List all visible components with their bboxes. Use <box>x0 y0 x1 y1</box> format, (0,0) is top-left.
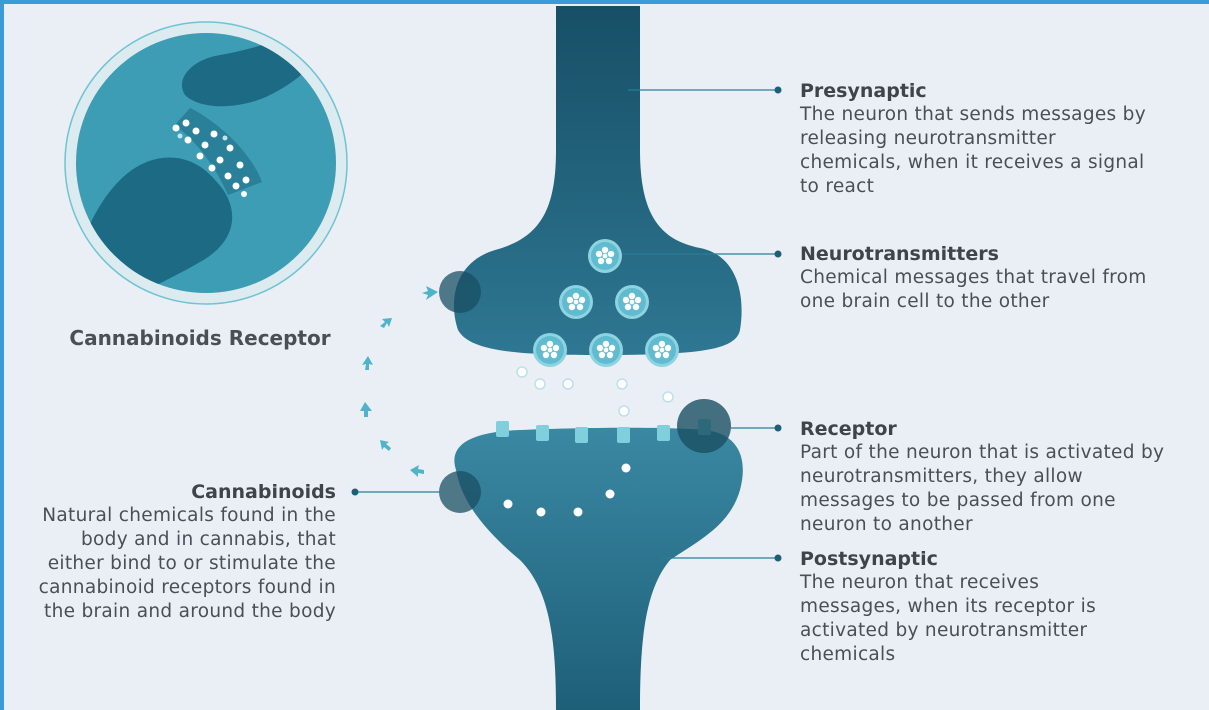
postsynaptic-neuron <box>454 428 742 710</box>
receptor-title: Receptor <box>800 417 1200 441</box>
presynaptic-title: Presynaptic <box>800 79 1200 103</box>
receptor-description: Part of the neuron that is activated by … <box>800 441 1180 537</box>
inset-caption: Cannabinoids Receptor <box>40 326 360 350</box>
presynaptic-neuron <box>454 6 742 355</box>
released-neurotransmitters <box>517 367 673 416</box>
receptor-label: Receptor Part of the neuron that is acti… <box>800 417 1200 537</box>
receptor-highlight <box>677 399 731 453</box>
postsynaptic-label: Postsynaptic The neuron that receives me… <box>800 547 1200 667</box>
cannabinoids-title: Cannabinoids <box>20 480 336 504</box>
postsynaptic-description: The neuron that receives messages, when … <box>800 571 1140 667</box>
presynaptic-cb1-highlight <box>439 271 481 313</box>
presynaptic-description: The neuron that sends messages by releas… <box>800 103 1160 199</box>
postsynaptic-cb-highlight <box>439 471 481 513</box>
cannabinoids-receptor-inset <box>60 10 350 310</box>
cannabinoids-label: Cannabinoids Natural chemicals found in … <box>20 480 336 624</box>
neurotransmitters-title: Neurotransmitters <box>800 242 1200 266</box>
neurotransmitters-label: Neurotransmitters Chemical messages that… <box>800 242 1200 314</box>
cannabinoids-description: Natural chemicals found in the body and … <box>20 504 336 624</box>
postsynaptic-title: Postsynaptic <box>800 547 1200 571</box>
neurotransmitters-description: Chemical messages that travel from one b… <box>800 266 1150 314</box>
presynaptic-label: Presynaptic The neuron that sends messag… <box>800 79 1200 199</box>
retrograde-signal-arrows <box>360 286 438 477</box>
